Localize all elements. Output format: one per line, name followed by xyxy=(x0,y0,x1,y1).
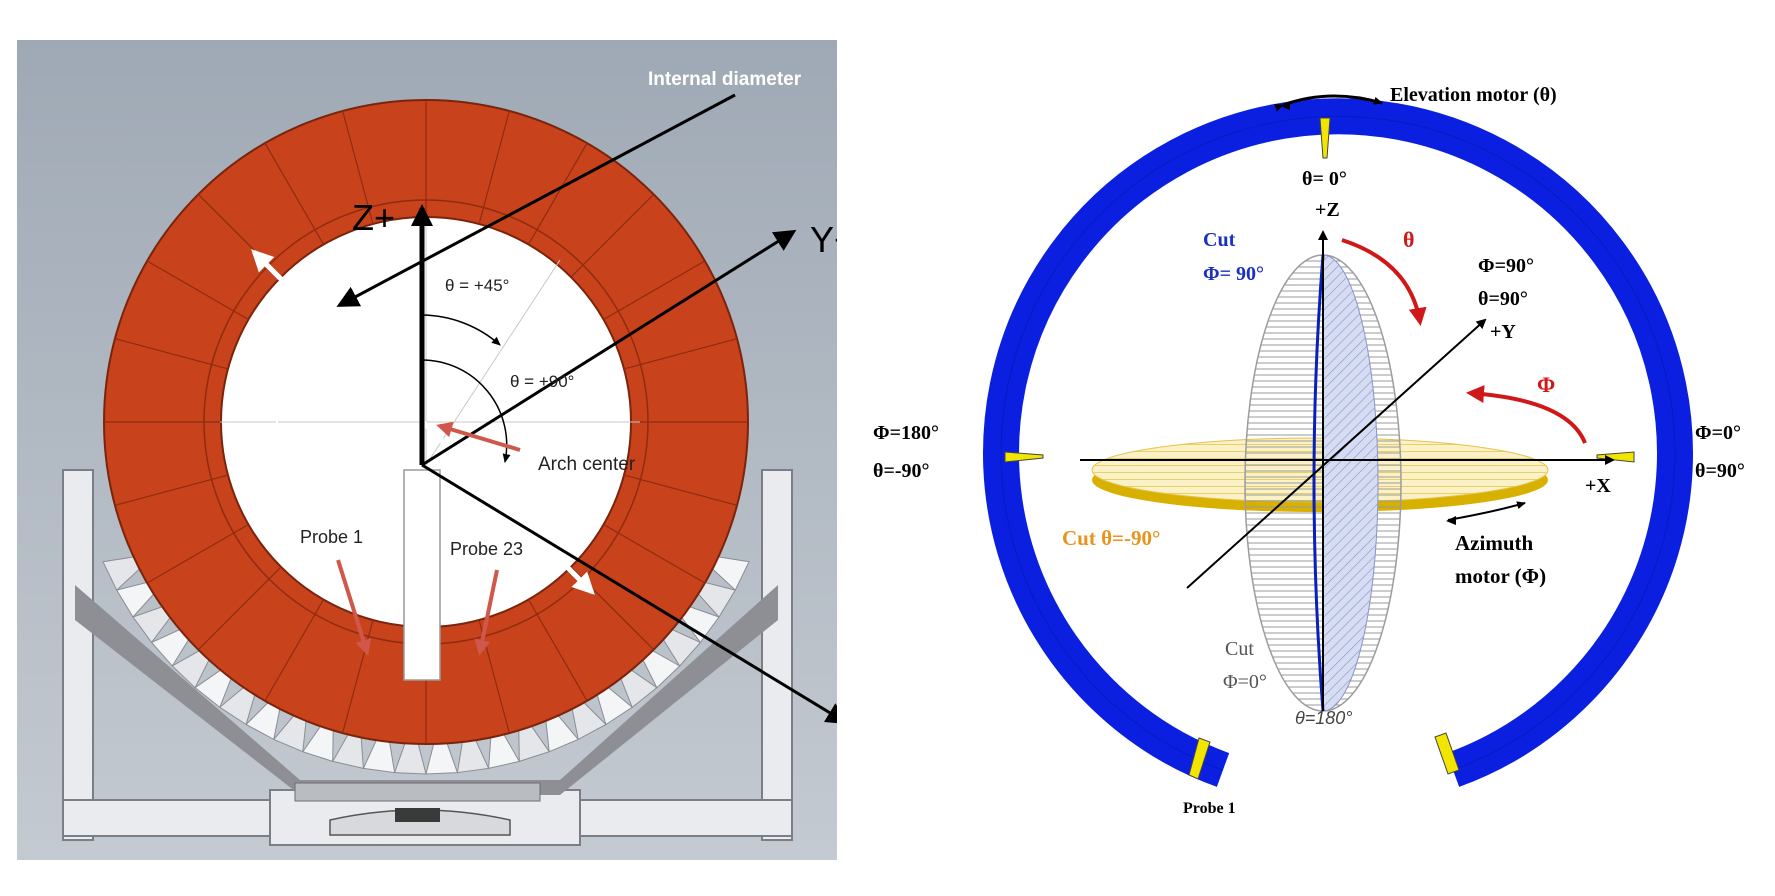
probe-1-label: Probe 1 xyxy=(300,527,363,547)
ring-segment-line xyxy=(197,566,282,651)
x-plus-label: X+ xyxy=(880,704,925,745)
theta-arrow-label: θ xyxy=(1403,227,1414,252)
theta-90-label: θ = +90° xyxy=(510,372,574,391)
elevation-motor-label: Elevation motor (θ) xyxy=(1390,84,1557,106)
plus-z-label: +Z xyxy=(1315,199,1340,221)
ring-segment-line xyxy=(264,599,325,702)
theta90-right-label: θ=90° xyxy=(1695,460,1745,482)
ring-segment-line xyxy=(527,599,588,702)
center-post xyxy=(403,469,441,681)
mini-z-label: Z xyxy=(279,343,289,360)
cut-phi90-title: Cut xyxy=(1203,229,1236,251)
mini-y-label: Y xyxy=(291,419,301,435)
y-axis-right xyxy=(1186,318,1487,589)
ring-segment-line xyxy=(342,110,374,225)
ring-segment-line xyxy=(114,338,229,370)
ring-segment-line xyxy=(570,193,655,278)
left-panel-cad-render: Internal diameter Z+ Y+ X+ θ = +45° θ = … xyxy=(17,40,925,860)
cut-phi0-value: Φ=0° xyxy=(1223,671,1267,693)
theta-rotation-arrow xyxy=(1341,238,1427,326)
elevation-motor-arrow xyxy=(1274,94,1383,112)
ring-segment-line xyxy=(264,142,325,245)
phi-rotation-arrow xyxy=(1466,385,1587,444)
theta180-label: θ=180° xyxy=(1295,708,1353,728)
axes-right xyxy=(1080,230,1615,711)
probe-1-right-label: Probe 1 xyxy=(1183,800,1236,817)
plus-x-label: +X xyxy=(1585,475,1611,497)
cut-theta-neg90-label: Cut θ=-90° xyxy=(1062,526,1160,550)
theta90-label: θ=90° xyxy=(1478,288,1528,310)
ring-segment-line xyxy=(623,338,738,370)
cut-phi90-value: Φ= 90° xyxy=(1203,263,1264,285)
theta-neg90-left-label: θ=-90° xyxy=(873,460,930,482)
mini-axes xyxy=(266,360,372,456)
phi-arrow-label: Φ xyxy=(1537,372,1555,397)
azimuth-motor-arrow xyxy=(1447,501,1526,521)
y-axis xyxy=(421,229,797,467)
ring-segment-line xyxy=(603,260,706,321)
mini-x-label: X xyxy=(362,440,373,457)
lower-absorber-base xyxy=(75,585,778,795)
probe-1-arrow xyxy=(336,559,372,656)
ring-segment-line xyxy=(478,110,510,225)
elevation-arc xyxy=(983,98,1693,787)
phi90-label: Φ=90° xyxy=(1478,255,1534,277)
ring-segment-line xyxy=(146,523,249,584)
ring-segment-line xyxy=(527,142,588,245)
probe-23-arrow xyxy=(474,569,499,656)
azimuth-motor-label-line2: motor (Φ) xyxy=(1455,564,1546,588)
ring-segment-line xyxy=(146,260,249,321)
z-plus-label: Z+ xyxy=(352,197,395,238)
absorber-pyramid xyxy=(393,719,427,775)
theta-45-arc xyxy=(421,314,501,346)
theta-90-arc xyxy=(421,359,511,463)
internal-diameter-label: Internal diameter xyxy=(648,69,802,90)
turntable xyxy=(294,782,541,836)
arch-center-label: Arch center xyxy=(538,454,636,475)
ring-segment-line xyxy=(623,474,738,506)
arch-center-arrow xyxy=(436,421,521,452)
plus-y-label: +Y xyxy=(1490,321,1516,343)
theta-45-label: θ = +45° xyxy=(445,276,509,295)
axes-left xyxy=(336,93,837,725)
internal-diameter-leader xyxy=(336,93,736,307)
theta-0-label: θ= 0° xyxy=(1302,168,1347,190)
ring-segment-line xyxy=(114,474,229,506)
absorber-pyramid xyxy=(425,719,459,775)
cut-phi90-plane xyxy=(1322,254,1379,712)
ring-segment-line xyxy=(603,523,706,584)
phi0-label: Φ=0° xyxy=(1695,422,1741,444)
y-plus-label: Y+ xyxy=(810,219,855,260)
arc-markers xyxy=(1004,117,1635,780)
right-panel-coordinate-diagram: Elevation motor (θ) θ= 0° +Z Cut Φ= 90° … xyxy=(873,84,1745,817)
phi180-label: Φ=180° xyxy=(873,422,939,444)
probe-23-label: Probe 23 xyxy=(450,539,523,559)
cut-phi0-title: Cut xyxy=(1225,638,1254,660)
azimuth-motor-label-line1: Azimuth xyxy=(1455,531,1533,555)
x-axis xyxy=(421,463,837,725)
